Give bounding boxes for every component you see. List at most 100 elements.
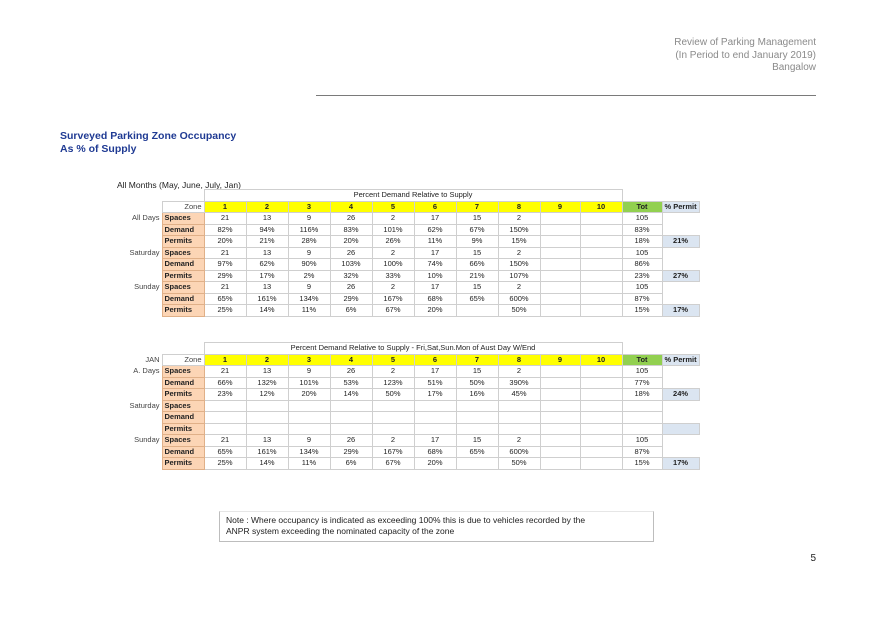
- report-header: Review of Parking Management (In Period …: [674, 37, 816, 75]
- zone-value-cell: 62%: [413, 223, 457, 236]
- zone-value-cell: [579, 434, 623, 447]
- zone-value-cell: [413, 399, 457, 412]
- total-header: Tot: [621, 200, 663, 213]
- zone-value-cell: 167%: [371, 292, 415, 305]
- zone-value-cell: 33%: [371, 269, 415, 282]
- table-title: Percent Demand Relative to Supply - Fri,…: [203, 342, 623, 355]
- zone-value-cell: 9: [287, 434, 331, 447]
- table-title-row: Percent Demand Relative to Supply: [117, 189, 699, 202]
- zone-value-cell: [579, 376, 623, 389]
- zone-value-cell: 50%: [455, 376, 499, 389]
- zone-value-cell: 600%: [497, 292, 541, 305]
- zone-value-cell: [539, 388, 581, 401]
- metric-label: Spaces: [161, 246, 205, 259]
- section-heading-line2: As % of Supply: [60, 143, 137, 155]
- zone-value-cell: 51%: [413, 376, 457, 389]
- zone-value-cell: 2: [497, 246, 541, 259]
- zone-header-7: 7: [455, 200, 499, 213]
- zone-value-cell: [579, 365, 623, 378]
- zone-value-cell: 161%: [245, 292, 289, 305]
- zone-value-cell: 20%: [203, 235, 247, 248]
- total-value-cell: 77%: [621, 376, 663, 389]
- zone-value-cell: 15: [455, 434, 499, 447]
- zone-value-cell: 45%: [497, 388, 541, 401]
- report-title: Review of Parking Management: [674, 37, 816, 48]
- zone-value-cell: 21%: [245, 235, 289, 248]
- zone-value-cell: 15: [455, 365, 499, 378]
- zone-header-8: 8: [497, 200, 541, 213]
- zone-value-cell: 20%: [287, 388, 331, 401]
- total-value-cell: 87%: [621, 292, 663, 305]
- zone-value-cell: 101%: [371, 223, 415, 236]
- zone-value-cell: [539, 434, 581, 447]
- zone-value-cell: [413, 411, 457, 424]
- zone-value-cell: 17: [413, 434, 457, 447]
- metric-label: Spaces: [161, 365, 205, 378]
- zone-header-10: 10: [579, 353, 623, 366]
- zone-value-cell: 123%: [371, 376, 415, 389]
- total-value-cell: 83%: [621, 223, 663, 236]
- metric-label: Demand: [161, 258, 205, 271]
- zone-value-cell: 2: [497, 281, 541, 294]
- zone-value-cell: 107%: [497, 269, 541, 282]
- zone-header-6: 6: [413, 200, 457, 213]
- zone-header-4: 4: [329, 353, 373, 366]
- zone-value-cell: 26: [329, 281, 373, 294]
- day-label: Saturday: [129, 247, 160, 257]
- total-header: Tot: [621, 353, 663, 366]
- zone-value-cell: 83%: [329, 223, 373, 236]
- zone-value-cell: 25%: [203, 304, 247, 317]
- zone-value-cell: 13: [245, 365, 289, 378]
- zone-value-cell: [287, 411, 331, 424]
- zone-value-cell: 600%: [497, 445, 541, 458]
- zone-value-cell: 26: [329, 434, 373, 447]
- zone-value-cell: 14%: [329, 388, 373, 401]
- blank-cell: [662, 259, 699, 271]
- total-value-cell: 15%: [621, 304, 663, 317]
- zone-value-cell: 67%: [455, 223, 499, 236]
- table1-caption: All Months (May, June, July, Jan): [117, 180, 241, 190]
- metric-label: Demand: [161, 292, 205, 305]
- zone-value-cell: 82%: [203, 223, 247, 236]
- zone-value-cell: 101%: [287, 376, 331, 389]
- zone-value-cell: 9: [287, 212, 331, 225]
- permit-pct-cell: [661, 422, 700, 435]
- table-title: Percent Demand Relative to Supply: [203, 189, 623, 202]
- zone-value-cell: 150%: [497, 223, 541, 236]
- zone-value-cell: [245, 411, 289, 424]
- zone-value-cell: [539, 212, 581, 225]
- total-value-cell: [621, 422, 663, 435]
- metric-label: Permits: [161, 269, 205, 282]
- blank-cell: [117, 446, 162, 458]
- zone-value-cell: 21: [203, 434, 247, 447]
- zone-value-cell: [371, 422, 415, 435]
- table-corner-label: JAN: [145, 354, 160, 364]
- metric-label: Permits: [161, 422, 205, 435]
- total-value-cell: 18%: [621, 388, 663, 401]
- zone-value-cell: 21%: [455, 269, 499, 282]
- zone-header-5: 5: [371, 200, 415, 213]
- blank-cell: [662, 293, 699, 305]
- table-row: Demand: [117, 411, 699, 424]
- total-value-cell: 18%: [621, 235, 663, 248]
- zone-value-cell: [203, 411, 247, 424]
- zone-value-cell: 13: [245, 246, 289, 259]
- zone-value-cell: [579, 246, 623, 259]
- metric-label: Permits: [161, 235, 205, 248]
- zone-value-cell: 11%: [413, 235, 457, 248]
- zone-value-cell: 13: [245, 434, 289, 447]
- zone-value-cell: 2: [497, 365, 541, 378]
- zone-value-cell: 17: [413, 365, 457, 378]
- zone-value-cell: 15: [455, 281, 499, 294]
- zone-value-cell: 11%: [287, 304, 331, 317]
- zone-value-cell: [579, 281, 623, 294]
- zone-value-cell: [455, 411, 499, 424]
- zone-value-cell: [497, 399, 541, 412]
